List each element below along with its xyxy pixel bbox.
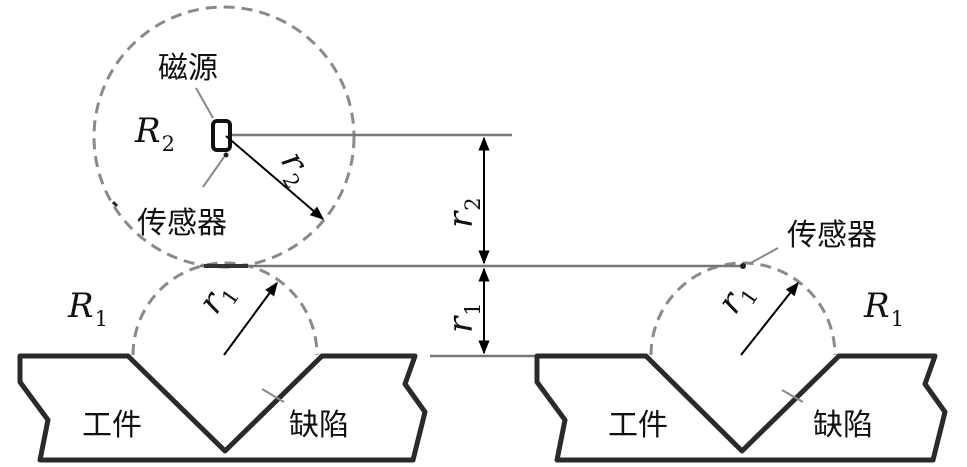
magnet-source-leader [195, 87, 214, 119]
defect-right-label: 缺陷 [813, 408, 873, 443]
r1-left-radius-arrow [223, 281, 278, 356]
r2-dimension-label: r2 [441, 197, 485, 228]
arc-mark [111, 200, 119, 208]
r1-left-region-label: R1 [67, 286, 108, 331]
r1-left-radius-label-group: r1 [191, 273, 245, 323]
sensor-right-dot [740, 263, 746, 269]
workpiece-left [17, 353, 428, 463]
sensor-left-leader [202, 156, 225, 188]
r2-radius-label-group: r2 [269, 145, 322, 194]
r1-left-radius-label: r1 [191, 273, 245, 323]
r2-dimension-label-group: r2 [441, 197, 485, 228]
sensor-right-label: 传感器 [787, 218, 877, 253]
defect-left-label: 缺陷 [289, 408, 349, 443]
r2-region-label: R2 [134, 111, 175, 156]
defect-right-leader [781, 389, 804, 403]
r2-radius-label: r2 [269, 145, 322, 194]
r1-right-region-label: R1 [863, 286, 904, 331]
r2-radius-arrow [225, 135, 325, 220]
defect-left-leader [261, 388, 285, 403]
sensor-right-leader [748, 247, 779, 265]
sensor-left-dot [223, 152, 229, 158]
magnet-source-label: 磁源 [158, 51, 218, 86]
workpiece-right-label: 工件 [608, 408, 668, 443]
r1-right-radius-arrow [740, 281, 799, 356]
sensor-left-label: 传感器 [137, 206, 227, 241]
magnet-source-block [211, 119, 232, 152]
workpiece-left-label: 工件 [82, 408, 142, 443]
r1-right-radius-label-group: r1 [710, 273, 764, 323]
r1-dimension-label-group: r1 [441, 302, 485, 333]
r1-right-radius-label: r1 [710, 273, 764, 323]
r1-left-dashed-arc [131, 261, 319, 356]
workpiece-right [534, 353, 948, 463]
r1-dimension-label: r1 [441, 302, 485, 333]
